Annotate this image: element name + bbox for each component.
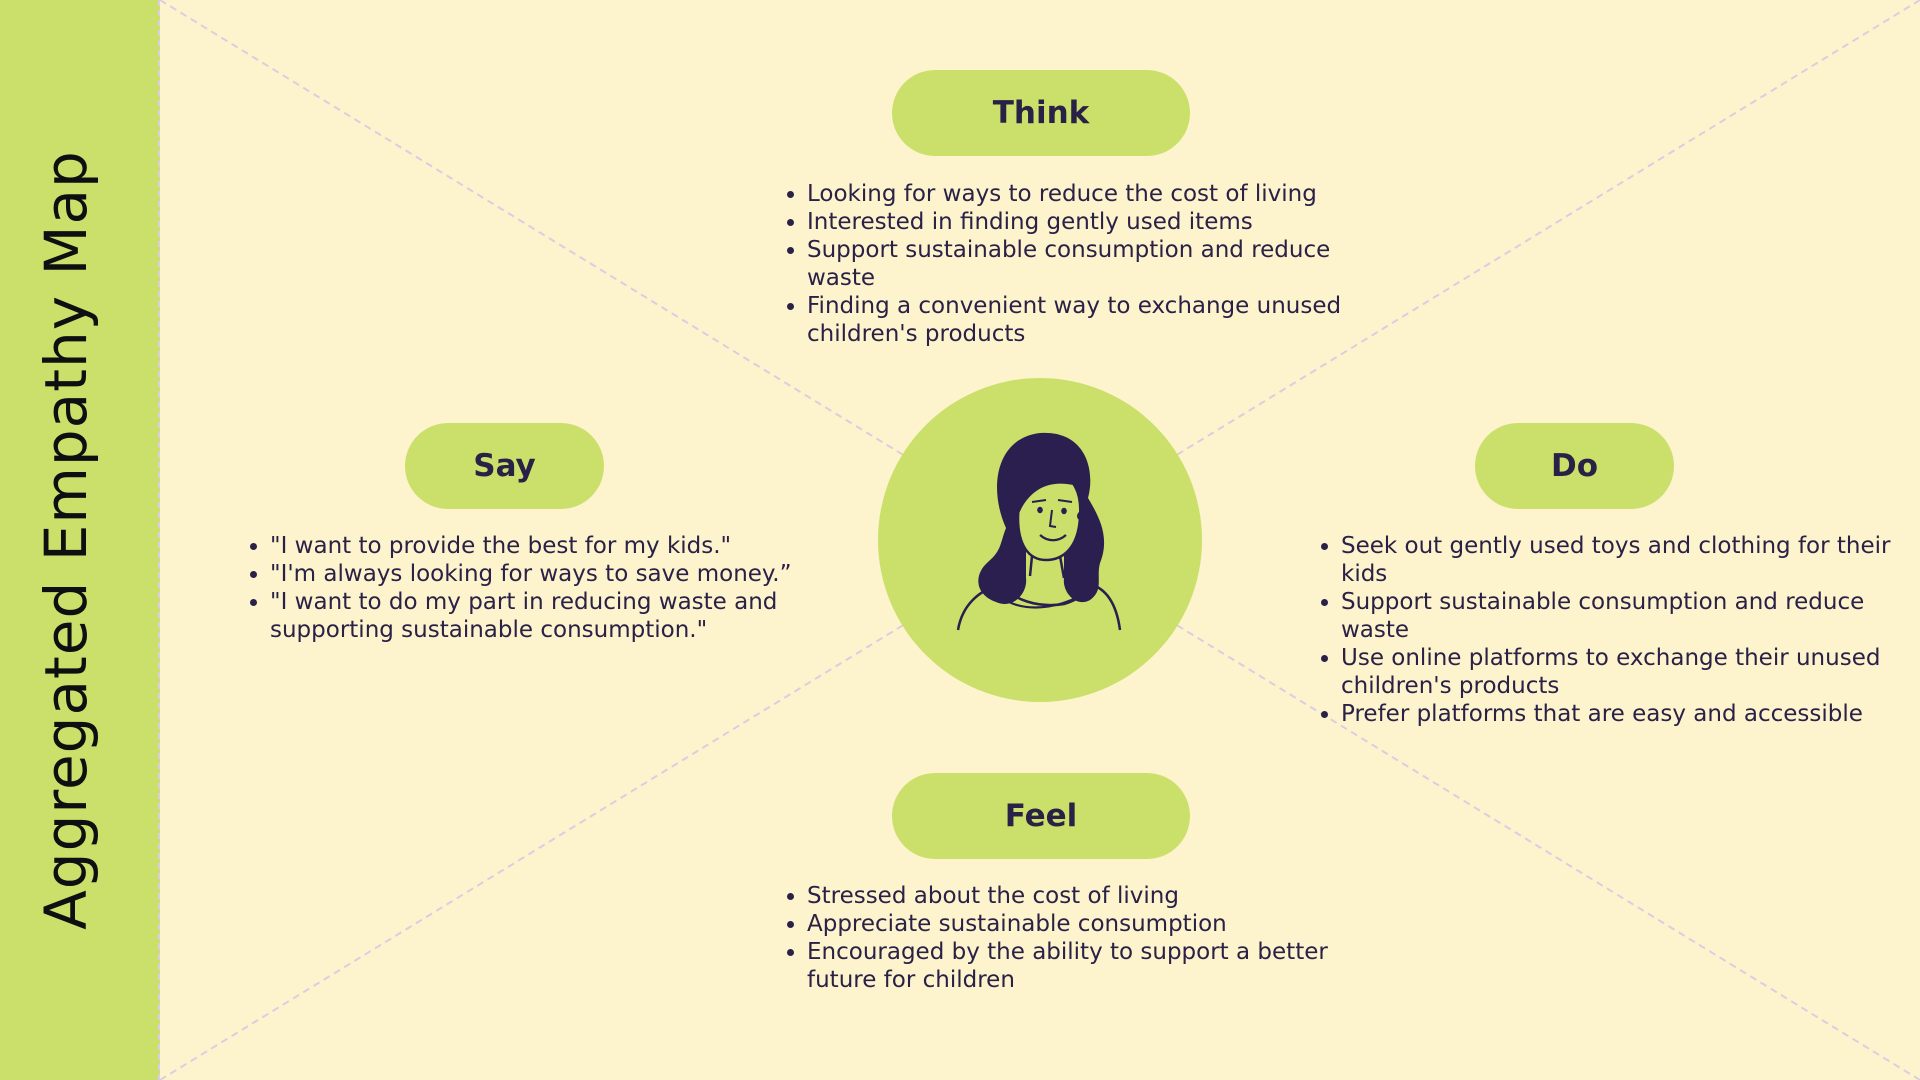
list-item: "I want to do my part in reducing waste … bbox=[270, 588, 810, 644]
divider-bottom-left bbox=[159, 623, 906, 1080]
list-item: Stressed about the cost of living bbox=[807, 882, 1347, 910]
feel-list: Stressed about the cost of livingAppreci… bbox=[780, 882, 1347, 994]
say-label: Say bbox=[405, 423, 604, 509]
woman-avatar-icon bbox=[956, 432, 1122, 631]
list-item: Seek out gently used toys and clothing f… bbox=[1341, 532, 1901, 588]
list-item: Looking for ways to reduce the cost of l… bbox=[807, 180, 1347, 208]
think-list: Looking for ways to reduce the cost of l… bbox=[780, 180, 1347, 348]
say-list: "I want to provide the best for my kids.… bbox=[243, 532, 810, 644]
list-item: Use online platforms to exchange their u… bbox=[1341, 644, 1901, 700]
list-item: Encouraged by the ability to support a b… bbox=[807, 938, 1347, 994]
avatar bbox=[878, 378, 1202, 702]
divider-bottom-right bbox=[1174, 623, 1920, 1080]
list-item: "I'm always looking for ways to save mon… bbox=[270, 560, 810, 588]
do-label: Do bbox=[1475, 423, 1674, 509]
list-item: "I want to provide the best for my kids.… bbox=[270, 532, 810, 560]
list-item: Prefer platforms that are easy and acces… bbox=[1341, 700, 1901, 728]
list-item: Interested in finding gently used items bbox=[807, 208, 1347, 236]
feel-label: Feel bbox=[892, 773, 1190, 859]
think-label: Think bbox=[892, 70, 1190, 156]
do-list: Seek out gently used toys and clothing f… bbox=[1314, 532, 1901, 728]
list-item: Finding a convenient way to exchange unu… bbox=[807, 292, 1347, 348]
sidebar: Aggregated Empathy Map bbox=[0, 0, 160, 1080]
divider-top-right bbox=[1174, 0, 1920, 457]
list-item: Support sustainable consumption and redu… bbox=[1341, 588, 1901, 644]
list-item: Support sustainable consumption and redu… bbox=[807, 236, 1347, 292]
divider-top-left bbox=[159, 0, 906, 457]
list-item: Appreciate sustainable consumption bbox=[807, 910, 1347, 938]
